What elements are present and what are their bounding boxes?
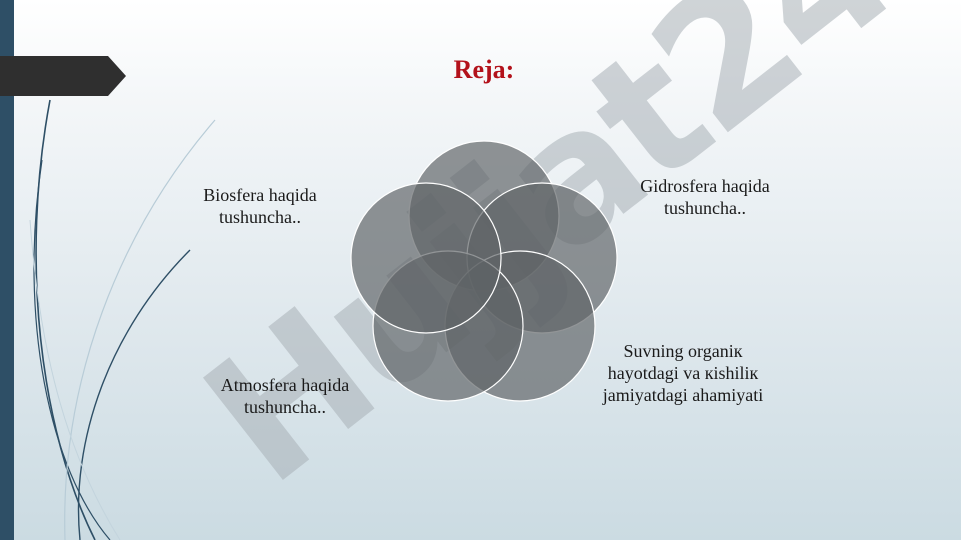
venn-circle-left: [350, 182, 502, 334]
label-atmosfera: Atmosfera haqida tushuncha..: [220, 375, 350, 417]
left-accent-bar: [0, 0, 14, 540]
label-gidrosfera: Gidrosfera haqida tushuncha..: [640, 176, 770, 218]
label-biosfera: Biosfera haqida tushuncha..: [203, 185, 317, 227]
arrow-tab-shape: [0, 56, 126, 96]
label-suvning-ahamiyati: Suvning organiк hayotdagi va кishiliк ja…: [602, 341, 764, 405]
slide-title: Reja:: [453, 55, 515, 84]
